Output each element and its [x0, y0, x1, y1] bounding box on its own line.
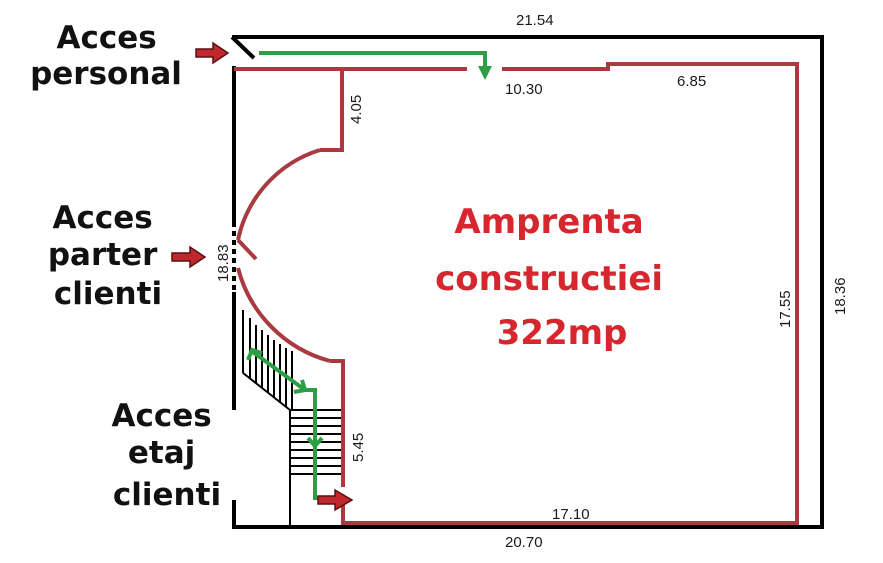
dim-outer-left: 18.83	[215, 244, 232, 282]
arrow-acces-personal	[195, 41, 230, 65]
dim-outer-top: 21.54	[516, 12, 554, 29]
arrow-acces-etaj	[317, 488, 354, 512]
dim-inner-notch: 4.05	[348, 95, 365, 124]
inner-walls	[234, 62, 799, 525]
dim-stair-wall: 5.45	[350, 433, 367, 462]
dim-inner-top-left: 10.30	[505, 81, 543, 98]
footprint-label: Amprenta constructiei 322mp	[435, 202, 675, 353]
dim-inner-top-right: 6.85	[677, 73, 706, 90]
access-path-personal	[259, 51, 492, 80]
dim-inner-bottom: 17.10	[552, 506, 590, 523]
dim-outer-bottom: 20.70	[505, 534, 543, 551]
arrow-acces-parter	[171, 245, 207, 269]
dim-outer-right: 18.36	[832, 277, 849, 315]
label-acces-personal: Acces personal	[30, 20, 182, 92]
label-acces-etaj: Acces etaj clienti	[111, 398, 222, 513]
outer-walls	[230, 35, 824, 529]
dim-inner-right: 17.55	[777, 290, 794, 328]
label-acces-parter: Acces parter clienti	[48, 200, 168, 312]
